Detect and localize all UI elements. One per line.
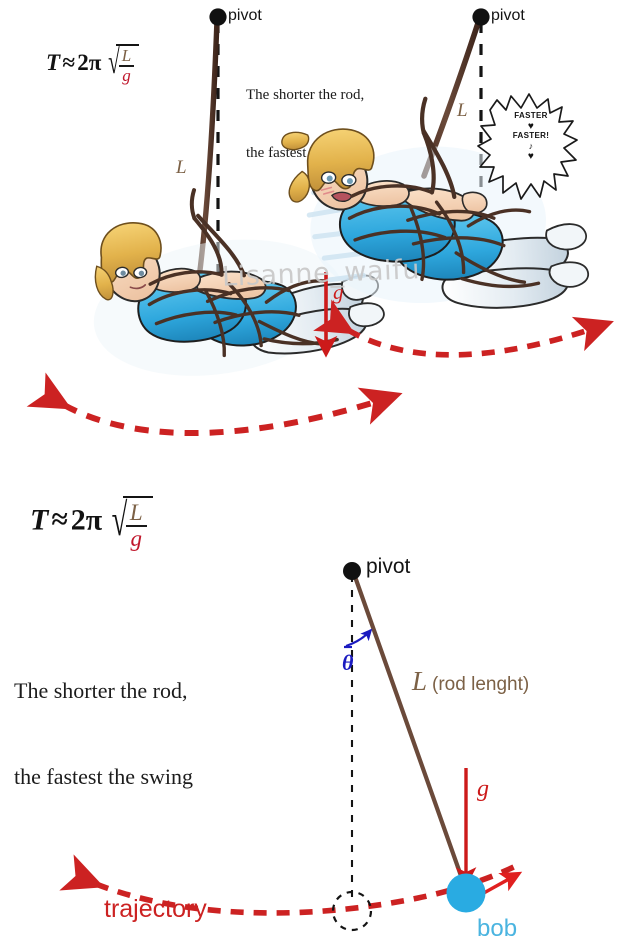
burst-heart-1: ♥: [527, 120, 535, 132]
rod-length-label-short: L: [457, 100, 468, 121]
figure-bound-girl-left: [93, 188, 385, 376]
rope-harness-right: [347, 184, 541, 289]
figure-bound-girl-right: [281, 96, 590, 309]
formula-denominator-bottom: g: [125, 525, 147, 551]
swing-arc-long: [26, 372, 403, 436]
radical-sign-icon-top: √: [108, 44, 121, 82]
caption-bottom: The shorter the rod, the fastest the swi…: [14, 620, 193, 849]
bob-label: bob: [477, 915, 518, 942]
formula-denominator-top: g: [118, 65, 135, 85]
swing-arc-short: [313, 299, 614, 358]
formula-coefficient-top: 2π: [77, 49, 102, 75]
pivot-dot-short: [472, 8, 490, 26]
theta-arc-arrow: [345, 628, 373, 648]
formula-approx-top: ≈: [62, 49, 75, 75]
caption-bottom-line2: the fastest the swing: [14, 763, 194, 789]
formula-lhs-bottom: T: [30, 503, 49, 537]
burst-music-note: ♪: [528, 141, 534, 152]
rod: [350, 568, 469, 893]
pendulum-schematic: [59, 562, 523, 932]
burst-line-1: FASTER: [514, 111, 548, 120]
rod-length-label-long: L: [176, 157, 187, 178]
burst-text: FASTER ♥ FASTER! ♪ ♥: [497, 111, 565, 163]
top-panel-scene: [26, 8, 614, 436]
formula-lhs-top: T: [46, 49, 61, 75]
pivot-label-long: pivot: [228, 7, 262, 24]
caption-bottom-line1: The shorter the rod,: [14, 678, 188, 704]
pivot-label-short: pivot: [491, 7, 525, 24]
theta-label: θ: [342, 650, 354, 675]
rest-position-circle: [331, 890, 373, 932]
trajectory-arc: [59, 854, 518, 916]
radical-sign-icon-bottom: √: [111, 493, 128, 545]
trajectory-label: trajectory: [104, 895, 207, 923]
velocity-arrow: [481, 871, 523, 896]
formula-numerator-bottom: L: [129, 499, 143, 525]
rope-suspension-left: [189, 188, 246, 278]
formula-numerator-top: L: [121, 46, 132, 66]
formula-approx-bottom: ≈: [51, 503, 68, 537]
rod-length-label: L(rod lenght): [412, 666, 529, 697]
rod-length-description: (rod lenght): [432, 674, 530, 695]
burst-balloon: [477, 93, 578, 200]
pivot-dot: [343, 562, 361, 580]
pivot-label: pivot: [366, 555, 411, 578]
rope-suspension-right: [420, 96, 457, 200]
pivot-dot-long: [209, 8, 227, 26]
caption-top-line1: The shorter the rod,: [246, 87, 365, 104]
gravity-label: g: [477, 776, 489, 802]
burst-line-2: FASTER!: [512, 131, 550, 141]
rod-length-symbol: L: [412, 666, 428, 696]
gravity-label-top: g: [333, 280, 344, 304]
bob-circle: [446, 873, 486, 913]
burst-heart-2: ♥: [527, 151, 535, 163]
formula-coefficient-bottom: 2π: [70, 503, 103, 537]
